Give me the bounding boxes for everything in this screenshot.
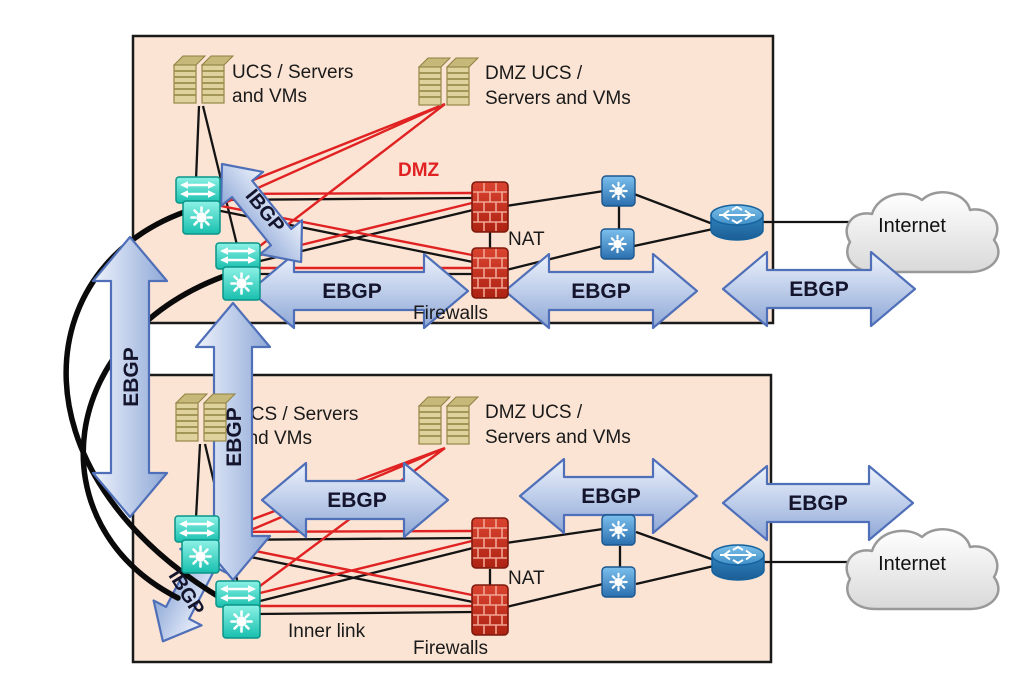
edge-router-icon-top <box>710 204 764 241</box>
ebgp-arrow-top-inner <box>248 252 470 330</box>
ucs-label-bottom-line1: UCS / Servers <box>237 404 358 425</box>
nat-label-top: NAT <box>508 229 545 250</box>
server-captions: UCS / Servers and VMs DMZ UCS / Servers … <box>232 62 631 449</box>
ebgp-arrow-top-internet <box>721 250 917 328</box>
firewall-2-icon-bottom <box>471 584 509 636</box>
internet-label-bottom: Internet <box>878 553 946 575</box>
ebgp-arrow-bottom-internet <box>721 464 915 542</box>
ebgp-arrow-vertical-left <box>91 235 169 519</box>
ebgp-arrow-bottom-middle <box>518 457 699 535</box>
dmz-switch-2-icon-top <box>601 229 634 259</box>
dmz-ucs-servers-icon-bottom <box>418 396 479 445</box>
nexus-switch-2-icon-top <box>216 243 260 300</box>
inner-link-label: Inner link <box>288 621 366 642</box>
dmz-switch-1-icon-bottom <box>602 515 635 545</box>
ucs-servers-icon-bottom <box>175 393 236 442</box>
ucs-servers-icon-top <box>173 55 234 104</box>
internet-label-top: Internet <box>878 215 946 237</box>
dmz-switch-1-icon-top <box>602 176 635 206</box>
dmz-ucs-servers-icon-top <box>418 57 479 106</box>
dmz-ucs-label-top-line2: Servers and VMs <box>485 88 631 109</box>
nexus-switch-1-icon-bottom <box>175 516 219 573</box>
nexus-switch-2-icon-bottom <box>216 581 260 638</box>
firewall-1-icon-bottom <box>471 517 509 569</box>
nexus-switch-1-icon-top <box>176 177 220 234</box>
ebgp-label-bottom-middle: EBGP <box>581 485 641 508</box>
edge-router-icon-bottom <box>711 544 765 581</box>
firewall-2-icon-top <box>471 247 509 299</box>
dmz-links-top <box>215 102 473 270</box>
ebgp-label-top-internet: EBGP <box>789 278 849 301</box>
ucs-label-top-line2: and VMs <box>232 86 307 107</box>
ebgp-label-vertical-center: EBGP <box>223 407 246 467</box>
firewall-1-icon-top <box>471 181 509 233</box>
ebgp-arrow-bottom-inner <box>260 461 450 539</box>
dmz-ucs-label-top-line1: DMZ UCS / <box>485 63 583 84</box>
dmz-switch-2-icon-bottom <box>602 567 635 597</box>
ebgp-label-bottom-inner: EBGP <box>327 489 387 512</box>
ucs-label-bottom-line2: and VMs <box>237 428 312 449</box>
inter-dc-link-curve-1 <box>63 204 227 603</box>
dmz-ucs-label-bottom-line2: Servers and VMs <box>485 427 631 448</box>
ebgp-label-bottom-internet: EBGP <box>788 492 848 515</box>
nat-label-bottom: NAT <box>508 568 545 589</box>
firewalls-label-bottom: Firewalls <box>413 638 488 659</box>
dmz-zone-label-top: DMZ <box>398 160 440 181</box>
ebgp-label-top-inner: EBGP <box>322 280 382 303</box>
ebgp-label-vertical-left: EBGP <box>120 347 143 407</box>
ebgp-label-top-middle: EBGP <box>571 280 631 303</box>
ebgp-arrow-top-middle <box>503 252 699 330</box>
firewalls-label-top: Firewalls <box>413 303 488 324</box>
inter-dc-link-curve-2 <box>80 271 233 601</box>
dmz-ucs-label-bottom-line1: DMZ UCS / <box>485 402 583 423</box>
ucs-label-top-line1: UCS / Servers <box>232 62 353 83</box>
